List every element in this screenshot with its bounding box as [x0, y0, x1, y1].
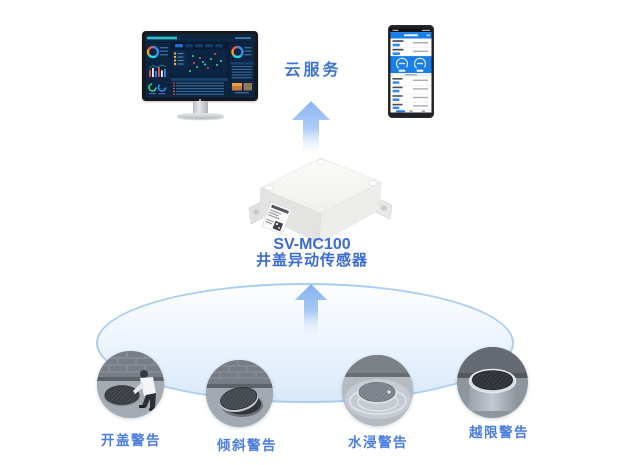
- up-arrow-to-sensor-icon: [294, 284, 328, 334]
- monitor-dashboard: [142, 31, 258, 121]
- smartphone-app: [388, 25, 434, 118]
- monitor-stand-base: [177, 113, 224, 119]
- raised-cover-icon: [457, 347, 528, 418]
- warning-label-flood: 水浸警告: [348, 435, 408, 450]
- sensor-caption: SV-MC100 井盖异动传感器: [212, 236, 412, 269]
- warning-label-open-cover: 开盖警告: [101, 433, 161, 448]
- phone-app-icon: [388, 25, 434, 118]
- tilt-cover-icon: [206, 360, 273, 427]
- warning-label-tilt: 倾斜警告: [217, 438, 277, 453]
- open-cover-icon: [97, 351, 164, 418]
- flood-icon: [342, 355, 413, 426]
- sensor-model: SV-MC100: [273, 236, 351, 253]
- sensor-name: 井盖异动传感器: [255, 252, 368, 269]
- dashboard-screen-icon: [145, 34, 255, 98]
- sensor-device-image: [243, 146, 393, 249]
- warning-label-over-limit: 越限警告: [469, 425, 529, 440]
- up-arrow-to-cloud-icon: [290, 101, 332, 151]
- monitor-camera-dot: [199, 99, 201, 101]
- cloud-service-label: 云服务: [284, 62, 342, 79]
- monitor-bezel: [142, 31, 258, 101]
- monitor-stand-neck: [193, 101, 208, 114]
- sensor-box-icon: [248, 157, 393, 244]
